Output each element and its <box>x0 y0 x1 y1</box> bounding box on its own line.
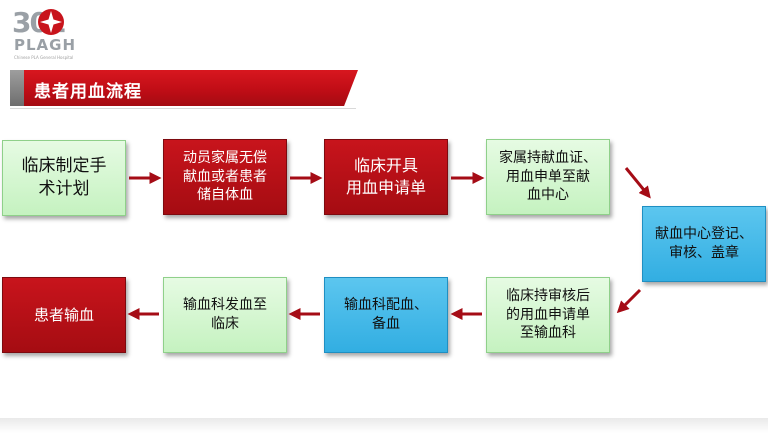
title-banner-accent <box>10 70 24 106</box>
page-title: 患者用血流程 <box>34 82 142 102</box>
hospital-logo: 301 PLAGH Chinese PLA General Hospital <box>12 6 92 62</box>
node-center-register: 献血中心登记、 审核、盖章 <box>642 206 766 282</box>
logo-subtitle: Chinese PLA General Hospital <box>14 55 74 60</box>
slide-bottom-shadow <box>0 418 768 433</box>
node-family-to-center: 家属持献血证、 用血申单至献 血中心 <box>486 139 610 215</box>
node-dispense-blood: 输血科发血至 临床 <box>163 277 287 353</box>
logo-text: PLAGH <box>14 36 77 54</box>
node-issue-request: 临床开具 用血申请单 <box>324 139 448 215</box>
node-patient-transfusion: 患者输血 <box>2 277 126 353</box>
title-divider <box>10 108 356 109</box>
node-mobilize-donation: 动员家属无偿 献血或者患者 储自体血 <box>163 139 287 215</box>
arrow-5-6 <box>616 288 642 314</box>
node-crossmatch: 输血科配血、 备血 <box>324 277 448 353</box>
logo-star-icon <box>38 9 64 35</box>
title-banner <box>10 70 358 106</box>
arrow-4-5 <box>624 167 651 199</box>
node-surgery-plan: 临床制定手 术计划 <box>2 140 126 216</box>
node-clinic-to-transfusion: 临床持审核后 的用血申请单 至输血科 <box>486 277 610 353</box>
